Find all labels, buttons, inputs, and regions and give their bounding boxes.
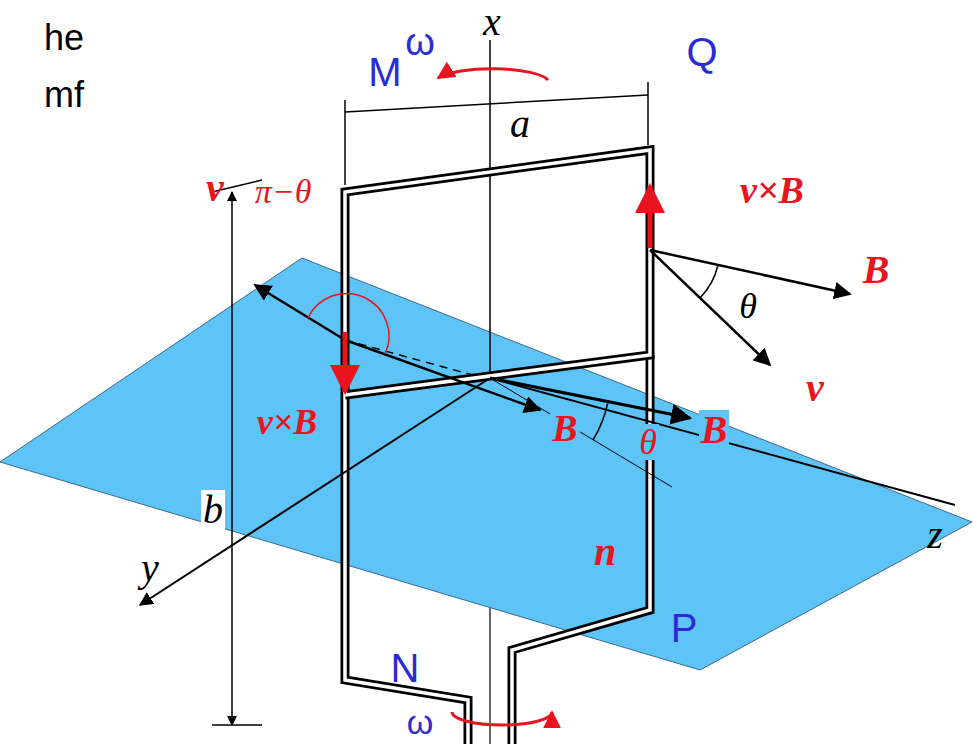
axis-label: z <box>925 515 945 555</box>
z-axis <box>490 378 955 505</box>
corner-label: Q <box>684 32 719 72</box>
vector-label: v <box>804 368 826 408</box>
vector-label: B <box>699 410 730 450</box>
angle-label: θ <box>737 288 759 324</box>
dimension-b <box>212 180 262 725</box>
dashed-line <box>345 340 480 377</box>
vector-label: v <box>204 168 226 208</box>
emf-arrow <box>648 186 653 248</box>
corner-label: M <box>366 52 403 92</box>
rotation-arrow <box>438 69 548 80</box>
vector-label: v×B <box>738 171 806 209</box>
angle-label: θ <box>637 424 659 460</box>
slide-text: he <box>42 20 86 56</box>
slide-text: mf <box>42 77 86 113</box>
dimension-label: a <box>508 104 532 144</box>
normal-line <box>490 378 672 487</box>
angle-label: π−θ <box>253 175 314 209</box>
coil-leads <box>345 355 650 744</box>
axis-label: y <box>139 548 161 588</box>
y-axis <box>140 378 490 605</box>
corner-label: P <box>669 608 700 648</box>
angle-arc <box>700 265 718 298</box>
angle-arc <box>593 402 608 440</box>
field-arrow <box>345 340 540 410</box>
emf-arrow <box>343 332 348 392</box>
velocity-arrow <box>255 285 345 340</box>
angle-arc <box>308 294 389 354</box>
velocity-arrow <box>650 250 770 365</box>
vector-label: v×B <box>255 404 320 440</box>
x-axis <box>489 40 491 378</box>
dimension-label: b <box>201 490 225 530</box>
corner-label: N <box>389 648 422 688</box>
rotation-arrow <box>452 712 552 725</box>
vector-label: B <box>550 409 579 447</box>
field-arrow <box>490 378 690 418</box>
plane <box>0 258 972 670</box>
axis-label: x <box>481 2 503 42</box>
normal-label: n <box>592 532 618 572</box>
rotation-label: ω <box>405 705 436 739</box>
dimension-a <box>345 82 648 185</box>
rotation-label: ω <box>403 23 437 61</box>
coil <box>345 150 650 395</box>
vector-label: B <box>861 250 892 290</box>
